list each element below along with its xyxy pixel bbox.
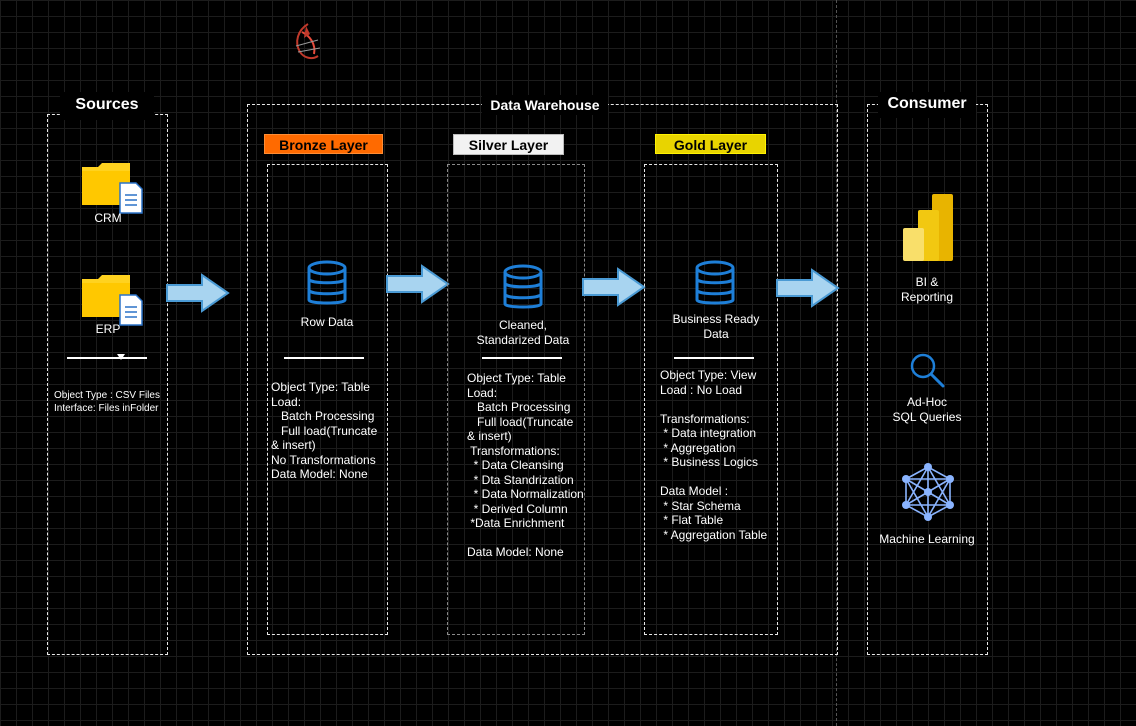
source-erp-label: ERP — [95, 322, 121, 336]
bronze-layer-tag: Bronze Layer — [264, 134, 383, 154]
consumer-sql-label: Ad-Hoc SQL Queries — [892, 395, 962, 424]
gold-db-label: Business Ready Data — [672, 312, 760, 341]
page-divider — [836, 0, 837, 726]
neural-network-icon — [902, 463, 954, 521]
gold-details: Object Type: View Load : No Load Transfo… — [660, 368, 768, 542]
flow-arrow-icon — [386, 264, 450, 304]
warehouse-title: Data Warehouse — [482, 95, 608, 115]
flow-arrow-icon — [582, 267, 646, 307]
silver-details: Object Type: Table Load: Batch Processin… — [467, 371, 584, 559]
gold-layer-tag: Gold Layer — [655, 134, 766, 154]
consumer-ml-label: Machine Learning — [879, 532, 975, 546]
sources-info: Object Type : CSV Files Interface: Files… — [54, 390, 160, 414]
bronze-details: Object Type: Table Load: Batch Processin… — [271, 380, 378, 481]
database-icon — [695, 260, 735, 305]
flow-arrow-icon — [776, 268, 840, 308]
chevron-down-icon — [117, 354, 125, 360]
sources-divider — [67, 357, 147, 359]
consumer-bi-label: BI & Reporting — [900, 275, 954, 304]
silver-layer-box — [447, 164, 585, 635]
sql-server-logo-icon — [295, 23, 321, 60]
silver-layer-tag: Silver Layer — [453, 134, 564, 155]
bronze-db-label: Row Data — [300, 315, 354, 329]
silver-db-label: Cleaned, Standarized Data — [476, 318, 570, 347]
database-icon — [307, 260, 347, 305]
folder-file-icon — [82, 163, 143, 214]
gold-divider — [674, 357, 754, 359]
source-crm-label: CRM — [94, 211, 122, 225]
bronze-layer-box — [267, 164, 388, 635]
search-icon — [910, 353, 945, 388]
database-icon — [503, 264, 543, 309]
bronze-divider — [284, 357, 364, 359]
sources-title: Sources — [60, 92, 154, 120]
power-bi-icon — [903, 194, 953, 261]
gold-layer-box — [644, 164, 778, 635]
flow-arrow-icon — [166, 273, 230, 313]
folder-file-icon — [82, 275, 143, 326]
consumer-title: Consumer — [878, 92, 976, 118]
silver-divider — [482, 357, 562, 359]
